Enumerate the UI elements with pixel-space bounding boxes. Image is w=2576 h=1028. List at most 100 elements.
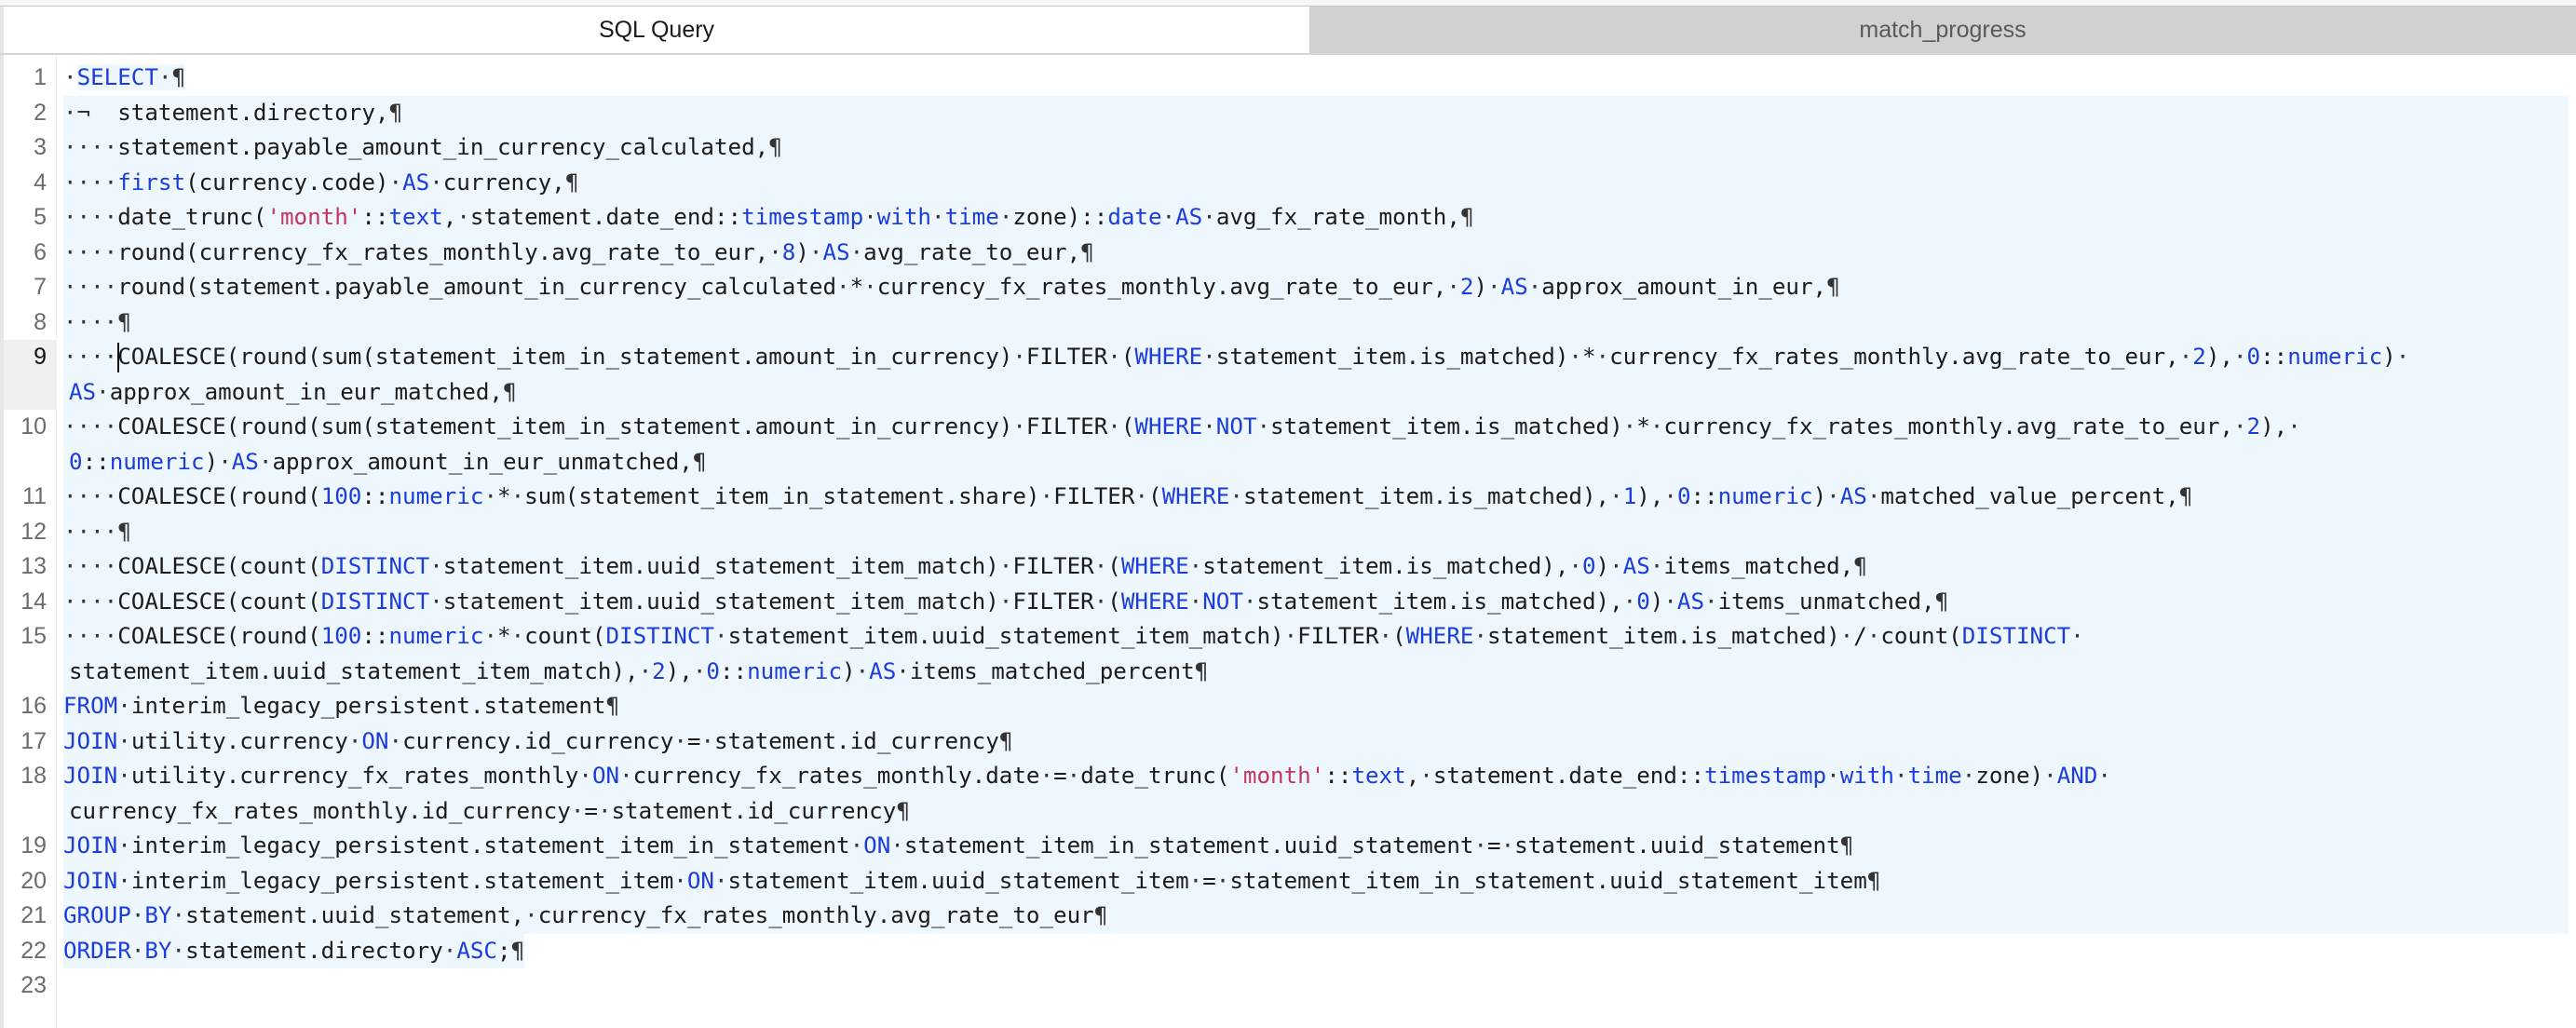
sql-token: * <box>497 483 511 509</box>
code-line[interactable]: 6 ····round(currency_fx_rates_monthly.avg… <box>4 235 2576 270</box>
sql-token: statement.id_currency <box>611 797 897 824</box>
code-line[interactable]: 23 <box>4 968 2576 1004</box>
code-text: ·¬ statement.directory,¶ <box>63 95 2569 130</box>
whitespace-marker: · <box>863 274 877 300</box>
whitespace-marker: · <box>510 483 525 509</box>
sql-string: 'month' <box>266 204 362 230</box>
code-text: ····round(currency_fx_rates_monthly.avg_… <box>63 235 2569 270</box>
sql-token: * <box>849 274 864 300</box>
line-number: 16 <box>20 693 47 719</box>
sql-token: FILTER <box>1297 623 1379 649</box>
code-line[interactable]: 10····COALESCE(round(sum(statement_item_… <box>4 410 2576 480</box>
sql-token: interim_legacy_persistent.statement_item <box>130 867 674 894</box>
whitespace-marker: · <box>1866 623 1881 649</box>
tab-match-progress[interactable]: match_progress <box>1309 7 2576 53</box>
sql-token: statement_item.uuid_statement_item <box>727 867 1189 894</box>
sql-string: 'month' <box>1229 763 1325 789</box>
whitespace-marker: · <box>388 727 403 754</box>
code-line[interactable]: 8····¶ <box>4 304 2576 340</box>
whitespace-marker: · <box>2178 344 2193 370</box>
sql-token: * <box>497 623 511 649</box>
code-line[interactable]: 12····¶ <box>4 514 2576 549</box>
sql-keyword: with <box>1839 763 1894 789</box>
whitespace-marker: · <box>1473 832 1488 859</box>
sql-token: interim_legacy_persistent.statement <box>130 693 606 719</box>
whitespace-marker: · <box>63 64 77 90</box>
whitespace-marker: ¶ <box>510 937 525 964</box>
sql-token: items_matched, <box>1663 553 1854 579</box>
sql-token: * <box>1636 413 1650 440</box>
whitespace-marker: · <box>2395 344 2410 370</box>
line-number: 1 <box>34 64 47 90</box>
code-line[interactable]: 13····COALESCE(count(DISTINCT·statement_… <box>4 549 2576 585</box>
sql-token: :: <box>361 204 389 230</box>
sql-token: count( <box>1880 623 1962 649</box>
sql-token: ) <box>795 238 809 265</box>
whitespace-marker: · <box>117 727 131 754</box>
tab-sql-query[interactable]: SQL Query <box>0 7 1309 53</box>
code-text: ····date_trunc('month'::text,·statement.… <box>63 200 2569 236</box>
code-line[interactable]: 4····first(currency.code)·AS·currency,¶ <box>4 165 2576 200</box>
whitespace-marker: ¶ <box>1194 657 1209 684</box>
whitespace-marker: · <box>1202 204 1216 230</box>
whitespace-marker: · <box>1202 344 1216 370</box>
line-number: 14 <box>20 588 47 615</box>
sql-token: = <box>1053 763 1067 789</box>
code-line[interactable]: 7····round(statement.payable_amount_in_c… <box>4 270 2576 305</box>
whitespace-marker: · <box>1093 553 1108 579</box>
sql-token: :: <box>719 657 748 684</box>
code-line[interactable]: 15····COALESCE(round(100::numeric·*·coun… <box>4 619 2576 689</box>
sql-token: ) <box>204 448 219 475</box>
sql-token: FILTER <box>1025 413 1108 440</box>
sql-keyword: AS <box>231 448 259 475</box>
sql-token: ), <box>1636 483 1664 509</box>
line-number: 7 <box>34 274 47 300</box>
sql-keyword: with <box>876 204 931 230</box>
whitespace-marker: ¶ <box>1459 204 1474 230</box>
sql-keyword: JOIN <box>63 832 118 859</box>
sql-keyword: numeric <box>388 623 484 649</box>
code-line[interactable]: 9····COALESCE(round(sum(statement_item_i… <box>4 340 2576 410</box>
code-line[interactable]: 11····COALESCE(round(100::numeric·*·sum(… <box>4 480 2576 515</box>
sql-keyword: WHERE <box>1405 623 1474 649</box>
sql-token: FILTER <box>1012 588 1094 615</box>
whitespace-marker: · <box>713 867 728 894</box>
code-line[interactable]: 2·¬ statement.directory,¶ <box>4 95 2576 130</box>
whitespace-marker: ···· <box>63 553 118 579</box>
line-number: 4 <box>34 169 47 196</box>
whitespace-marker: · <box>117 693 131 719</box>
sql-token: COALESCE(count( <box>117 588 321 615</box>
tab-bar: SQL Query match_progress <box>0 7 2576 55</box>
line-number: 20 <box>20 867 47 894</box>
whitespace-marker: ·¬ <box>63 99 118 126</box>
sql-number: 8 <box>781 238 796 265</box>
whitespace-marker: · <box>855 657 870 684</box>
code-line[interactable]: 3····statement.payable_amount_in_currenc… <box>4 130 2576 166</box>
sql-keyword: time <box>944 204 999 230</box>
sql-editor[interactable]: 1·SELECT·¶2·¬ statement.directory,¶3····… <box>0 55 2576 1028</box>
code-text: ····statement.payable_amount_in_currency… <box>63 130 2569 166</box>
whitespace-marker: · <box>1568 344 1582 370</box>
whitespace-marker: ¶ <box>1866 867 1881 894</box>
whitespace-marker: · <box>1487 274 1501 300</box>
sql-token: interim_legacy_persistent.statement_item… <box>130 832 850 859</box>
sql-token: , <box>442 204 457 230</box>
sql-number: 2 <box>2192 344 2206 370</box>
whitespace-marker: · <box>673 867 687 894</box>
code-line[interactable]: 5····date_trunc('month'::text,·statement… <box>4 200 2576 236</box>
code-line[interactable]: 14····COALESCE(count(DISTINCT·statement_… <box>4 584 2576 619</box>
whitespace-marker: · <box>836 274 850 300</box>
line-number: 6 <box>34 238 47 265</box>
sql-token: sum(statement_item_in_statement.share) <box>524 483 1040 509</box>
code-line[interactable]: 1·SELECT·¶ <box>4 61 2576 96</box>
whitespace-marker: ¶ <box>998 727 1013 754</box>
line-number: 9 <box>4 340 56 410</box>
sql-token: ) <box>1595 553 1610 579</box>
